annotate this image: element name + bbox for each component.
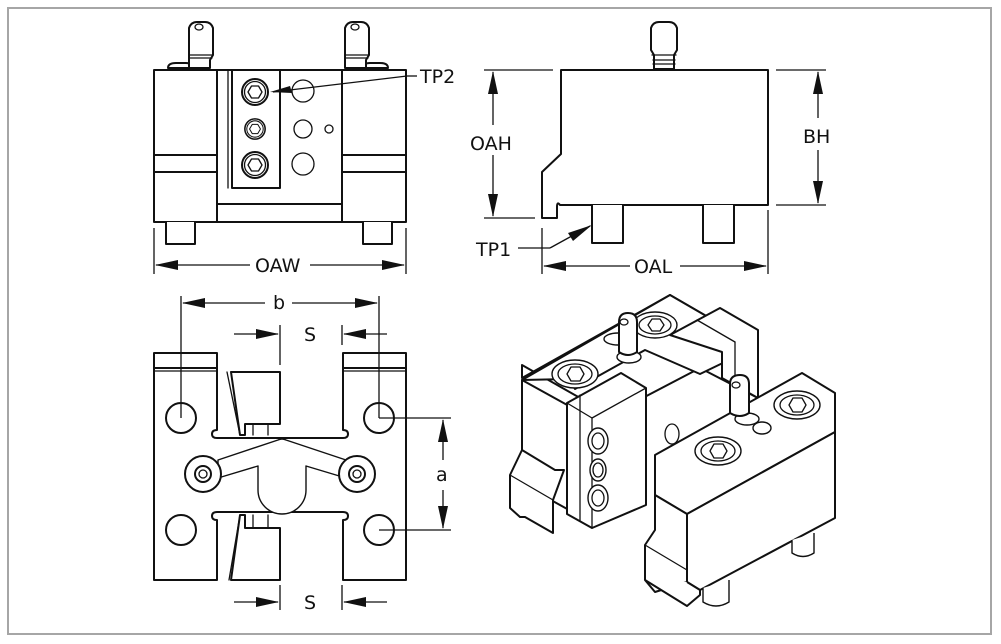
side-body <box>541 69 769 219</box>
label-oal: OAL <box>634 256 673 278</box>
iso-screws <box>551 311 821 466</box>
label-a: a <box>436 464 448 486</box>
grease-nipple-right <box>344 21 389 69</box>
label-bh: BH <box>803 126 830 148</box>
label-oah: OAH <box>470 133 512 155</box>
label-s-bottom: S <box>304 592 316 614</box>
iso-grease-nipples <box>603 312 772 435</box>
isometric-view <box>509 294 836 607</box>
grease-nipple-left <box>167 21 214 69</box>
label-s-top: S <box>304 324 316 346</box>
label-b: b <box>273 292 285 314</box>
side-view: OAH BH TP1 OAL <box>470 21 830 278</box>
label-tp1: TP1 <box>475 239 511 261</box>
top-view: b S S a <box>153 292 451 614</box>
label-oaw: OAW <box>255 255 301 277</box>
label-tp2: TP2 <box>419 66 455 88</box>
front-view: TP2 OAW <box>153 21 455 277</box>
grease-nipple-side <box>650 21 678 70</box>
